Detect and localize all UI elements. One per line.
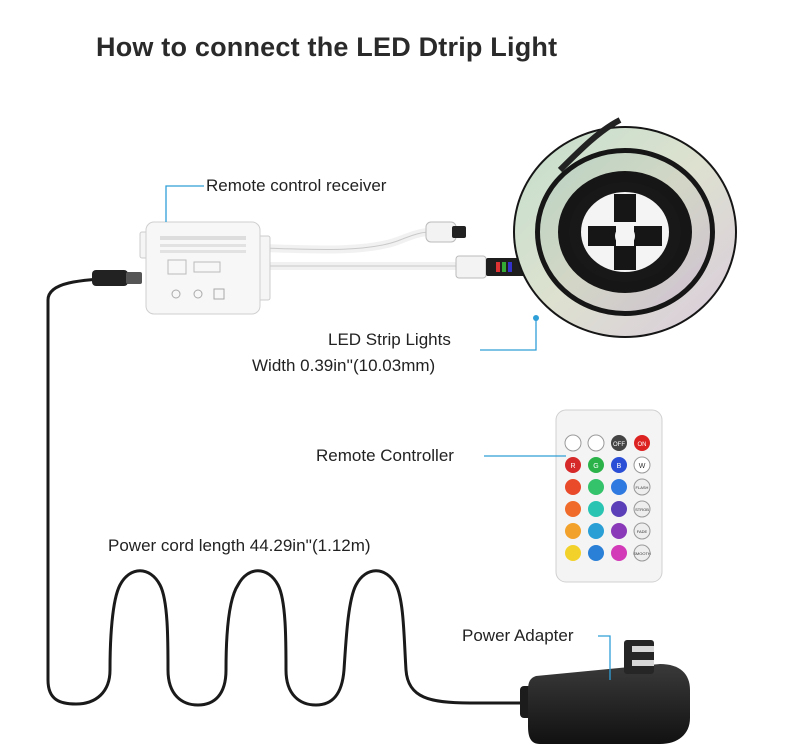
strip-connector <box>455 255 526 279</box>
remote-w-text: W <box>639 463 646 470</box>
remote-flash-text: FLASH <box>636 485 649 490</box>
receiver-box <box>139 221 271 315</box>
label-power-cord-length: Power cord length 44.29in''(1.12m) <box>108 536 371 555</box>
label-led-strip-lights: LED Strip Lights <box>328 330 451 349</box>
ir-receiver-head <box>425 221 466 243</box>
power-cord <box>46 276 525 707</box>
label-remote-controller: Remote Controller <box>316 446 454 465</box>
remote-fade-text: FADE <box>637 529 648 534</box>
leader-adapter <box>598 635 611 680</box>
remote-g-text: G <box>593 463 598 470</box>
remote-on-text: ON <box>638 442 647 448</box>
page-title: How to connect the LED Dtrip Light <box>96 32 558 62</box>
remote-r-text: R <box>570 463 575 470</box>
remote-off-text: OFF <box>613 442 625 448</box>
power-adapter <box>520 640 690 744</box>
remote-strobe-text: STROB <box>635 507 649 512</box>
label-power-adapter: Power Adapter <box>462 626 574 645</box>
dc-plug <box>92 270 142 286</box>
remote-b-text: B <box>617 463 622 470</box>
receiver-cable-upper <box>261 228 433 254</box>
remote-controller: OFF ON R G B W FLASH STROB FADE SMOOTH <box>555 409 663 583</box>
leader-receiver <box>165 185 204 222</box>
label-remote-control-receiver: Remote control receiver <box>206 176 387 195</box>
leader-strip <box>480 318 537 351</box>
remote-smooth-text: SMOOTH <box>633 551 651 556</box>
led-strip-reel <box>513 117 737 338</box>
label-strip-width: Width 0.39in''(10.03mm) <box>252 356 436 375</box>
